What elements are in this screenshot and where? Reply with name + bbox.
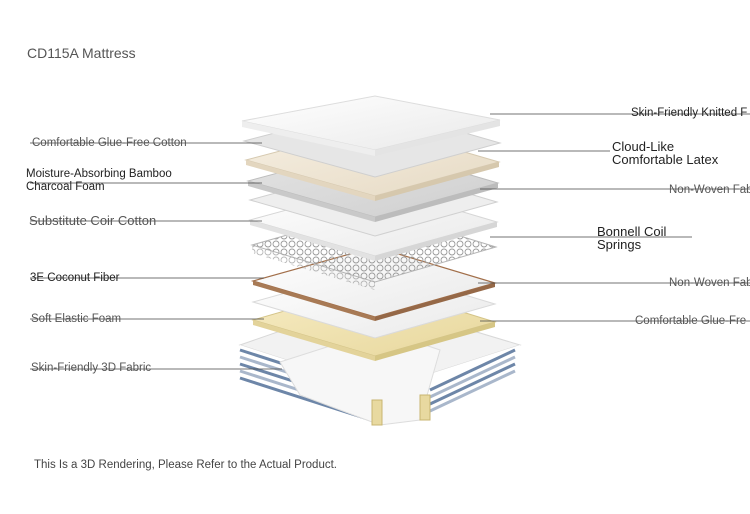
label-bamboo-line2: Charcoal Foam <box>26 181 105 193</box>
label-substitute-coir-cotton: Substitute Coir Cotton <box>29 213 157 228</box>
label-latex-line2: Comfortable Latex <box>612 152 719 167</box>
label-springs-line2: Springs <box>597 237 642 252</box>
label-non-woven-fabric-2: Non-Woven Fab <box>669 277 750 289</box>
label-bamboo-line1: Moisture-Absorbing Bamboo <box>26 168 172 180</box>
label-latex: Cloud-Like Comfortable Latex <box>612 140 718 166</box>
label-knitted-fabric: Skin-Friendly Knitted F <box>631 107 748 119</box>
label-springs-line1: Bonnell Coil <box>597 224 667 239</box>
label-3d-fabric: Skin-Friendly 3D Fabric <box>31 362 152 374</box>
label-bamboo-charcoal-foam: Moisture-Absorbing Bamboo Charcoal Foam <box>26 168 172 194</box>
rendering-disclaimer: This Is a 3D Rendering, Please Refer to … <box>34 459 337 471</box>
label-latex-line1: Cloud-Like <box>612 139 675 154</box>
label-non-woven-fabric-1: Non-Woven Fab <box>669 184 750 196</box>
page-title: CD115A Mattress <box>27 45 136 61</box>
label-glue-free-cotton: Comfortable Glue-Free Cotton <box>32 137 187 149</box>
label-soft-elastic-foam: Soft Elastic Foam <box>31 313 122 325</box>
label-coconut-fiber: 3E Coconut Fiber <box>30 272 120 284</box>
label-bonnell-coil-springs: Bonnell Coil Springs <box>597 225 666 251</box>
label-glue-free-cotton-right: Comfortable Glue-Fre <box>635 315 747 327</box>
leader-lines-left <box>30 142 282 370</box>
leader-lines-right <box>478 113 750 322</box>
